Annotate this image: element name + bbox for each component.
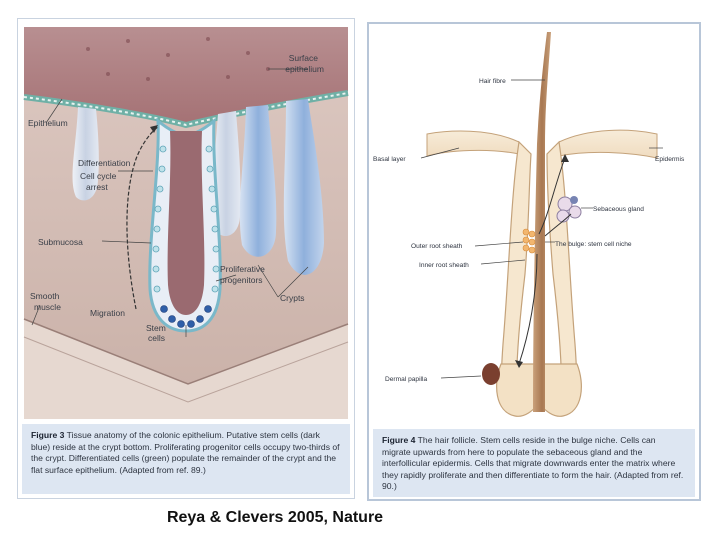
label-smooth-muscle-1: Smooth: [30, 291, 60, 301]
figure-3-caption: Figure 3 Tissue anatomy of the colonic e…: [22, 424, 350, 494]
crypt-pale-2: [211, 111, 241, 237]
label-hair-fibre: Hair fibre: [479, 78, 506, 85]
crypt-wall-cells: [152, 145, 220, 293]
citation: Reya & Clevers 2005, Nature: [166, 509, 384, 526]
smooth-muscle-layer: [24, 319, 348, 419]
figure-4-caption-label: Figure 4: [382, 435, 416, 445]
figure-3-panel: Surface epithelium Epithelium Differenti…: [17, 18, 355, 499]
label-proliferative-2: progenitors: [220, 275, 263, 285]
label-sebaceous-gland: Sebaceous gland: [593, 206, 644, 213]
crypt-blue-1: [239, 105, 277, 257]
label-dermal-papilla: Dermal papilla: [385, 376, 427, 383]
label-stem-cells-2: cells: [148, 333, 165, 343]
label-epidermis: Epidermis: [655, 156, 685, 163]
label-cell-cycle-arrest-2: arrest: [86, 182, 108, 192]
label-smooth-muscle-2: muscle: [34, 302, 61, 312]
label-proliferative-1: Proliferative: [220, 264, 265, 274]
figure-3-caption-text: Tissue anatomy of the colonic epithelium…: [31, 430, 340, 475]
bulge-stem-cells: [522, 228, 536, 254]
figure-4-caption: Figure 4 The hair follicle. Stem cells r…: [373, 429, 695, 497]
epidermis-right: [558, 129, 658, 159]
label-surface-epithelium-1: Surface: [289, 53, 319, 63]
colon-crypt-illustration: Surface epithelium Epithelium Differenti…: [23, 27, 349, 419]
surface-texture: [86, 37, 270, 81]
hair-fibre: [533, 32, 551, 412]
leader-lines: [31, 68, 309, 337]
label-cell-cycle-arrest-1: Cell cycle: [80, 171, 117, 181]
follicle-migration-arrows: [518, 157, 572, 365]
dermal-papilla-shape: [482, 363, 500, 385]
label-bulge: The bulge: stem cell niche: [555, 241, 632, 248]
label-surface-epithelium-2: epithelium: [285, 64, 324, 74]
label-basal-layer: Basal layer: [373, 156, 406, 163]
crypt-lumen: [167, 131, 205, 315]
label-crypts: Crypts: [280, 293, 305, 303]
label-stem-cells-1: Stem: [146, 323, 166, 333]
surface-epithelium: [24, 27, 348, 123]
follicle-leader-lines: [420, 79, 663, 379]
label-outer-root-sheath: Outer root sheath: [411, 243, 463, 250]
figure-4-caption-text: The hair follicle. Stem cells reside in …: [382, 435, 684, 492]
label-differentiation: Differentiation: [78, 158, 131, 168]
migration-arrow: [126, 126, 159, 310]
figure-4-panel: Hair fibre Epidermis Basal layer Sebaceo…: [367, 22, 701, 501]
epidermis-left: [426, 130, 520, 157]
stem-cells: [160, 305, 212, 328]
figure-3-caption-label: Figure 3: [31, 430, 65, 440]
crypt-blue-2: [283, 99, 324, 275]
label-migration: Migration: [90, 308, 125, 318]
label-submucosa: Submucosa: [38, 237, 83, 247]
sebaceous-gland-shape: [556, 196, 582, 223]
label-epithelium: Epithelium: [28, 118, 68, 128]
hair-follicle-illustration: Hair fibre Epidermis Basal layer Sebaceo…: [373, 32, 685, 417]
label-inner-root-sheath: Inner root sheath: [419, 262, 469, 269]
crypt-pale-1: [72, 107, 99, 201]
